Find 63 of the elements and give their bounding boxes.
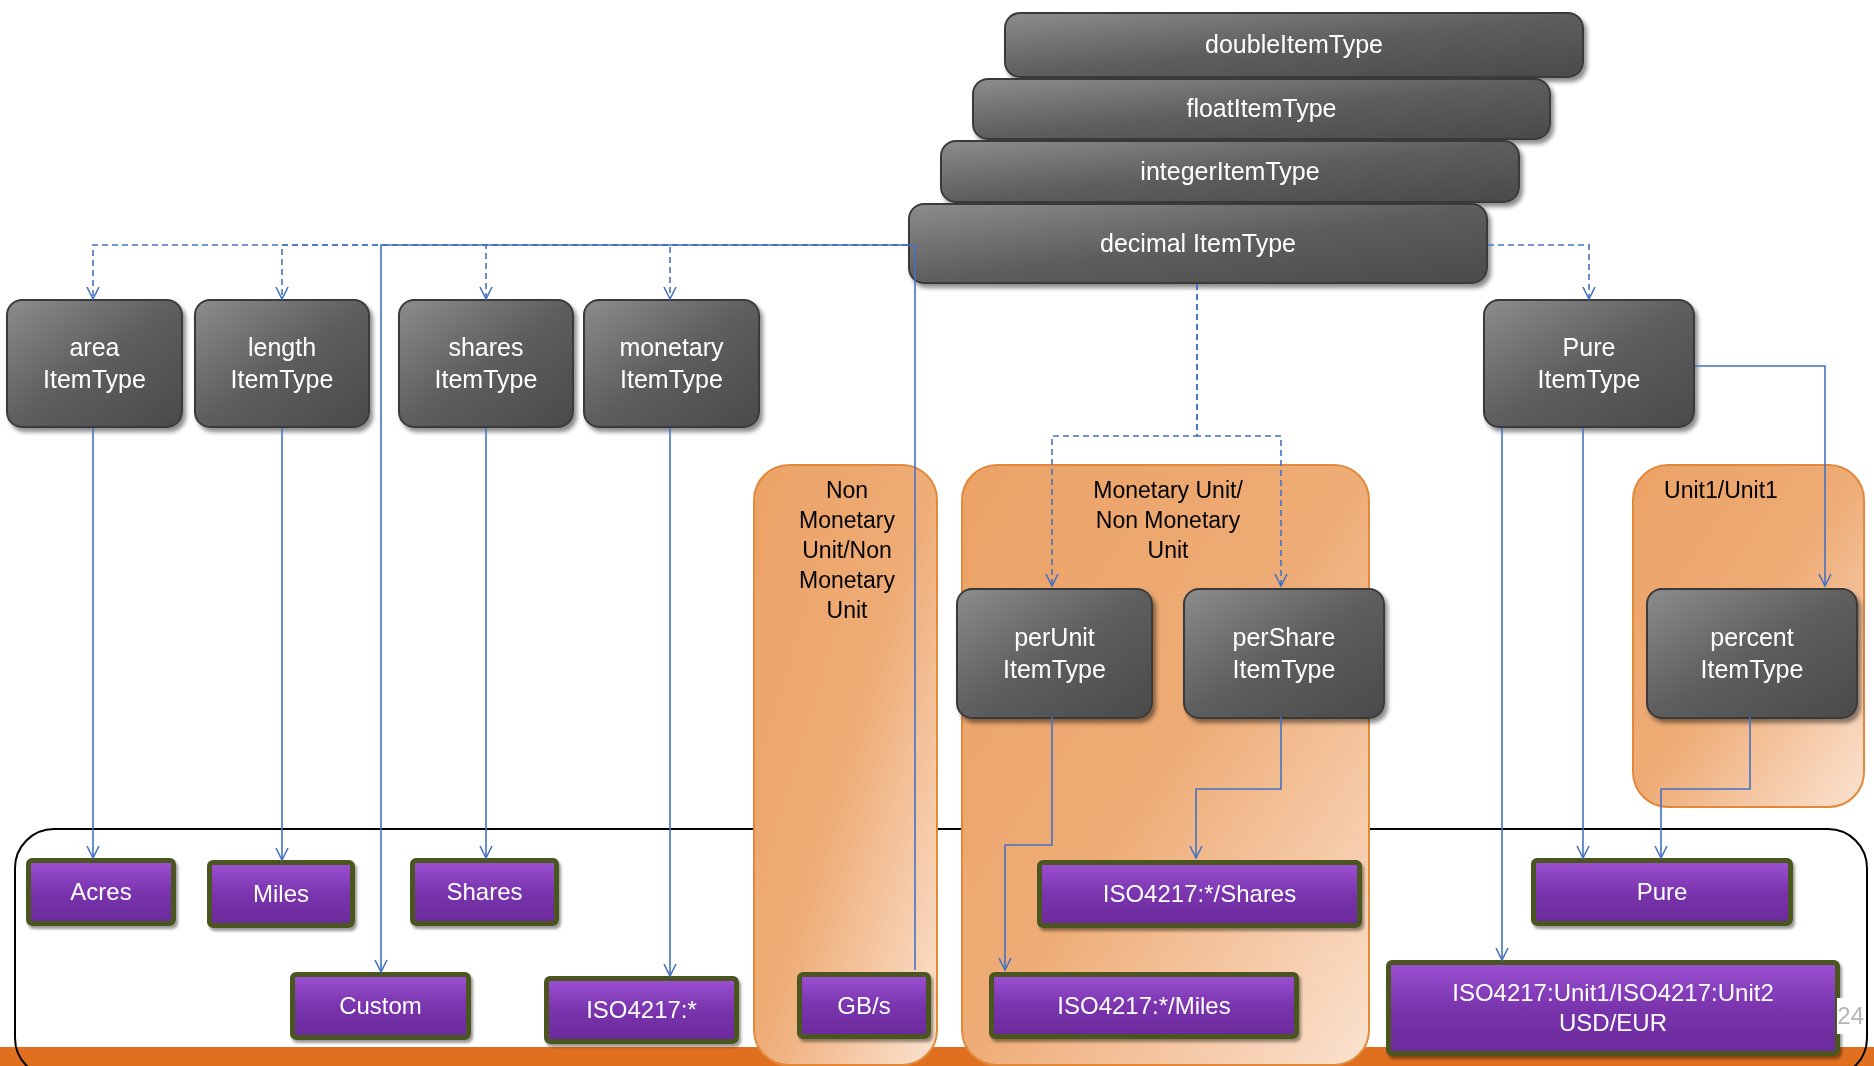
connector-arrow (1694, 365, 1832, 587)
node-label: integerItemType (1140, 155, 1320, 187)
connector-arrow (1189, 716, 1282, 859)
type-box (1004, 12, 1584, 78)
page-number: 24 (1837, 998, 1864, 1034)
unit-box (290, 972, 471, 1040)
connector-arrow (998, 716, 1053, 971)
node-label: Pure ItemType (1536, 332, 1642, 395)
unit-box (410, 858, 559, 926)
group-band (753, 464, 938, 1066)
unit-box (797, 972, 931, 1039)
group-title: Monetary Unit/ Non Monetary Unit (1092, 476, 1244, 565)
node-label: length ItemType (229, 332, 335, 395)
node-label: Custom (339, 991, 422, 1021)
node-label: USD/EUR (1559, 1008, 1667, 1038)
type-box (956, 588, 1153, 719)
node-label: ISO4217:* (586, 995, 697, 1025)
unit-box (1386, 960, 1840, 1056)
type-box (194, 299, 370, 428)
node-label: perShare ItemType (1231, 622, 1337, 685)
node-label: doubleItemType (1205, 29, 1383, 61)
connector-arrow (663, 427, 677, 977)
unit-box (1037, 860, 1362, 928)
node-label: percent ItemType (1699, 622, 1805, 685)
type-box (1483, 299, 1695, 428)
connector-arrow (1487, 244, 1596, 300)
unit-box (544, 976, 739, 1044)
node-label: perUnit ItemType (1002, 622, 1107, 685)
node-label: ISO4217:*/Shares (1102, 879, 1297, 909)
group-title: Non Monetary Unit/Non Monetary Unit (798, 476, 896, 625)
node-label: GB/s (837, 990, 891, 1021)
connector-arrow (1196, 283, 1288, 587)
node-label: Pure (1636, 877, 1688, 907)
node-label: Shares (446, 877, 523, 907)
node-label: Acres (70, 877, 132, 907)
group-title: Unit1/Unit1 (1663, 476, 1779, 505)
type-box (6, 299, 183, 428)
connector-arrow (479, 427, 493, 859)
connector-arrow (86, 427, 100, 859)
unit-box (989, 972, 1299, 1039)
type-box (583, 299, 760, 428)
type-box (908, 203, 1488, 284)
type-box (940, 140, 1520, 203)
node-label: shares ItemType (433, 332, 539, 395)
node-label: floatItemType (1186, 93, 1337, 125)
unit-box (1531, 858, 1793, 926)
unit-box (26, 858, 176, 926)
node-label: monetary ItemType (618, 332, 725, 395)
connector-arrow (275, 427, 289, 861)
node-label: ISO4217:*/Miles (1057, 990, 1231, 1021)
group-band (1632, 464, 1865, 808)
connector-arrow (1576, 427, 1590, 859)
type-box (972, 78, 1551, 140)
unit-box (207, 860, 355, 928)
type-box (398, 299, 574, 428)
connector-arrow (1495, 427, 1509, 961)
node-label: area ItemType (42, 332, 147, 395)
type-box (1646, 588, 1858, 719)
type-box (1183, 588, 1385, 719)
node-label: decimal ItemType (1100, 227, 1296, 259)
node-label: Miles (253, 879, 309, 909)
connector-arrow (1654, 716, 1751, 859)
node-label: ISO4217:Unit1/ISO4217:Unit2 (1452, 978, 1774, 1008)
